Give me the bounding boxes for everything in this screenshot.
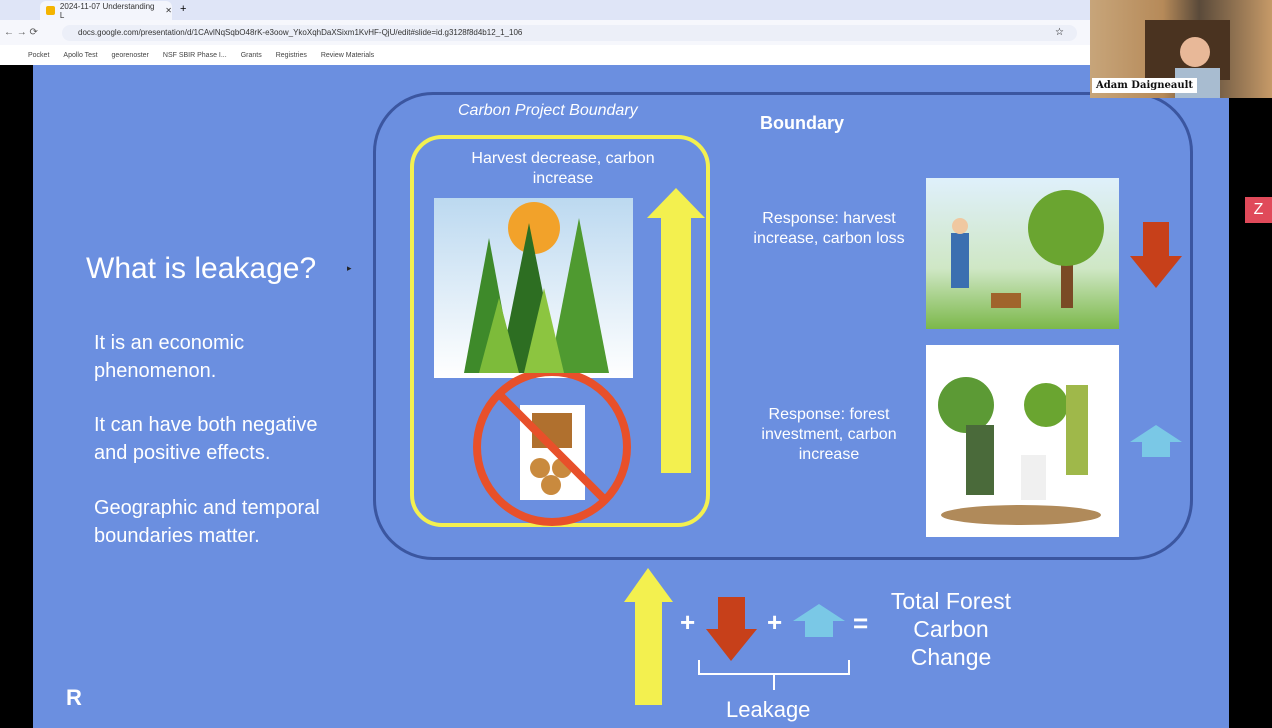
- equals-sign: =: [853, 608, 869, 638]
- response-investment-label: Response: forest investment, carbon incr…: [761, 406, 897, 463]
- bullet: It is an economic phenomenon.: [94, 332, 245, 382]
- leakage-brace: [698, 660, 850, 690]
- boundary-label: Boundary: [760, 113, 845, 133]
- new-tab-button[interactable]: +: [180, 3, 187, 15]
- planting-image: [926, 345, 1119, 537]
- blue-up-arrow: [1130, 425, 1182, 457]
- harvest-label: Harvest decrease, carbon increase: [471, 150, 655, 187]
- project-boundary-label: Carbon Project Boundary: [458, 102, 638, 119]
- bookmarks-bar: Pocket Apollo Test georenoster NSF SBIR …: [0, 45, 1090, 65]
- mouse-cursor: ▸: [347, 263, 352, 273]
- browser-tab-bar: [0, 0, 1090, 20]
- bookmark[interactable]: Registries: [275, 51, 307, 59]
- nav-buttons[interactable]: ← → ⟳: [4, 27, 38, 38]
- bookmark[interactable]: georenoster: [111, 51, 149, 59]
- slide: What is leakage? It is an economic pheno…: [33, 65, 1229, 728]
- browser-tab[interactable]: 2024-11-07 Understanding L ✕: [40, 1, 172, 20]
- blue-up-arrow-equation: [793, 604, 845, 637]
- boundary-box: [373, 92, 1193, 560]
- leakage-label: Leakage: [726, 697, 811, 722]
- star-icon[interactable]: ☆: [1055, 27, 1064, 38]
- url-bar[interactable]: docs.google.com/presentation/d/1CAvlNqSq…: [62, 25, 1077, 41]
- bookmark[interactable]: NSF SBIR Phase I...: [162, 51, 227, 59]
- tab-title: 2024-11-07 Understanding L: [59, 1, 155, 20]
- bookmark[interactable]: Review Materials: [320, 51, 375, 59]
- red-down-arrow-equation: [706, 597, 757, 661]
- response-harvest-label: Response: harvest increase, carbon loss: [753, 210, 905, 247]
- plus-sign: +: [767, 607, 783, 637]
- yellow-up-arrow: [647, 188, 705, 473]
- slide-title: What is leakage?: [86, 252, 317, 285]
- plus-sign: +: [680, 607, 696, 637]
- close-icon[interactable]: ✕: [165, 6, 172, 15]
- forest-image: [434, 198, 633, 378]
- bullet: It can have both negative and positive e…: [94, 414, 318, 464]
- bookmark[interactable]: Apollo Test: [63, 51, 98, 59]
- harvest-image: [926, 178, 1119, 329]
- total-label: Total Forest Carbon Change: [890, 588, 1012, 670]
- red-down-arrow: [1130, 222, 1182, 288]
- no-logging-icon: [473, 373, 631, 526]
- bullet: Geographic and temporal boundaries matte…: [94, 497, 320, 547]
- zoom-widget-button[interactable]: Z: [1245, 197, 1272, 223]
- logo: R: [66, 685, 82, 710]
- slides-icon: [46, 6, 55, 15]
- participant-name: Adam Daigneault: [1092, 78, 1198, 93]
- yellow-up-arrow-equation: [624, 568, 673, 705]
- bookmark[interactable]: Grants: [240, 51, 262, 59]
- bookmark[interactable]: Pocket: [28, 51, 50, 59]
